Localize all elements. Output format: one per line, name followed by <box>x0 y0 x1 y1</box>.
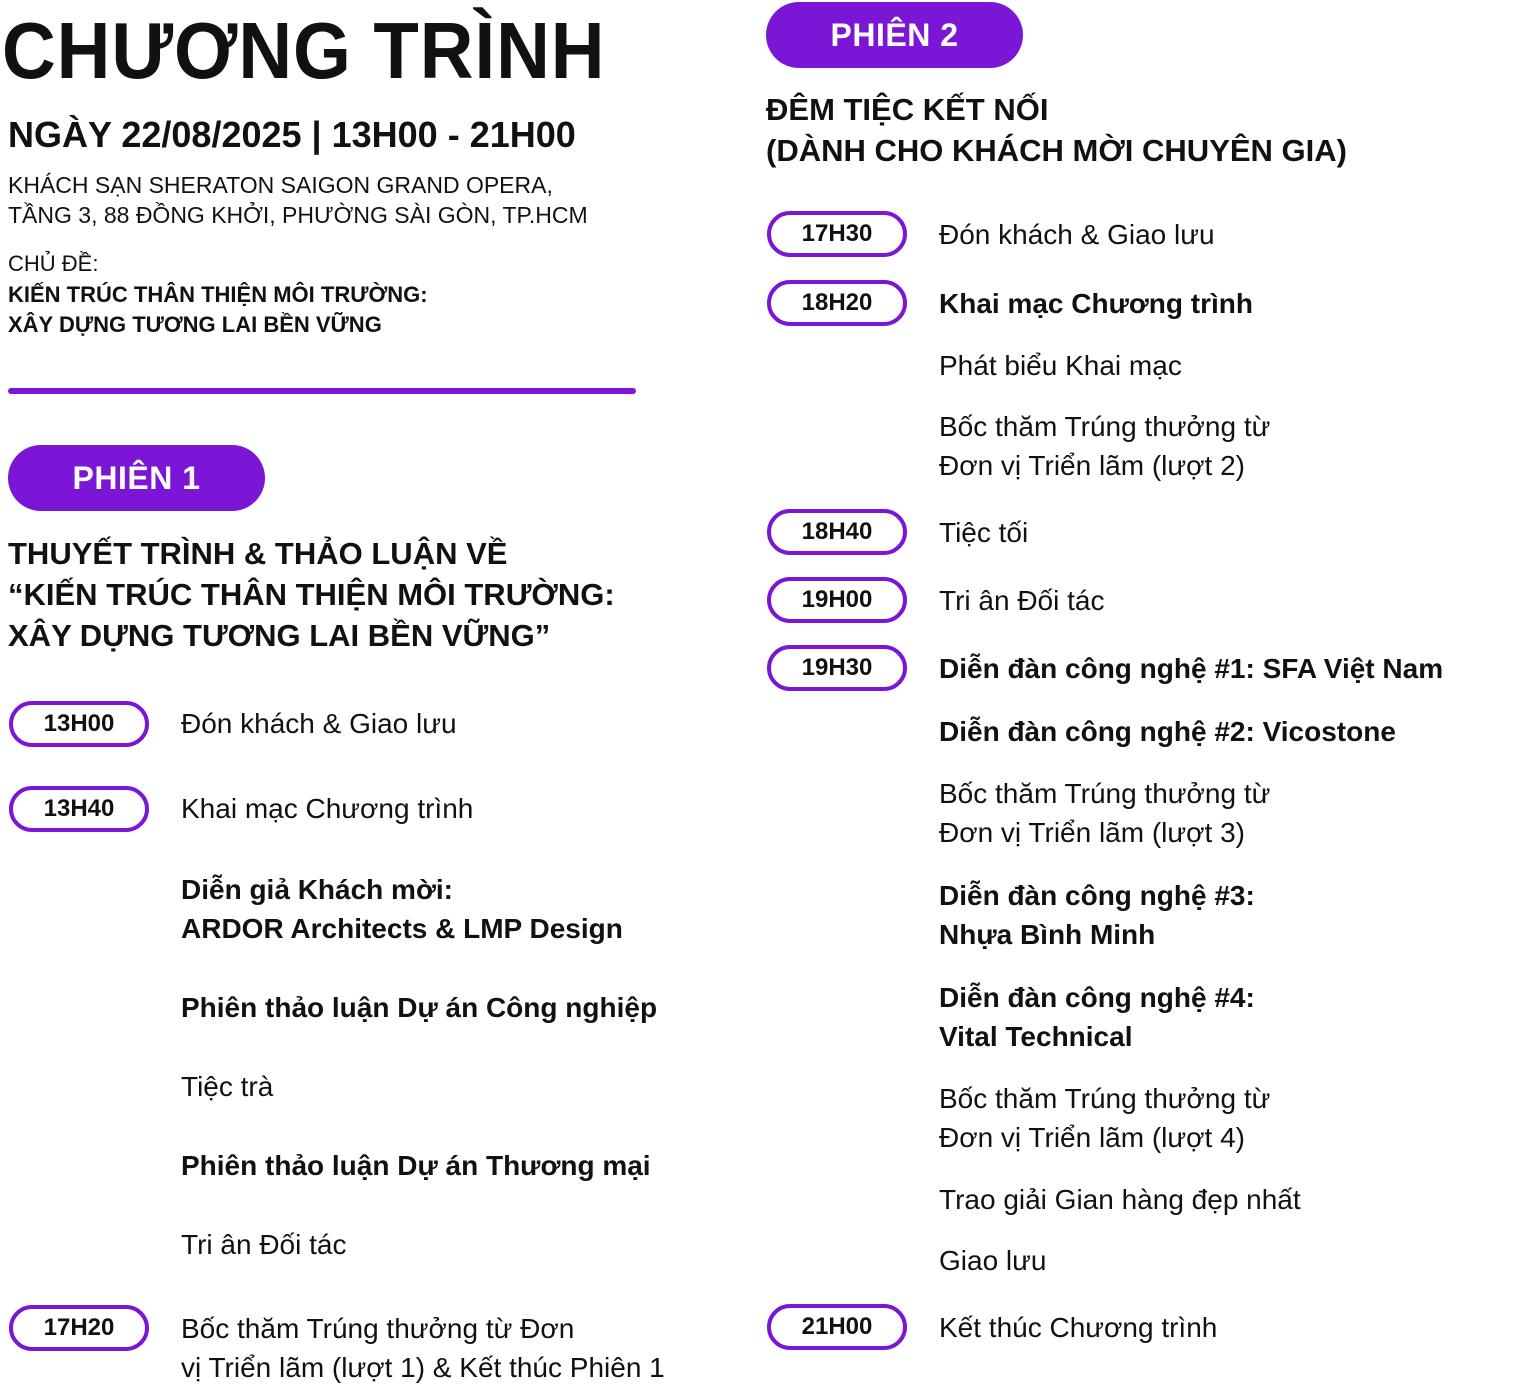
agenda-item: Giao lưu <box>939 1245 1047 1276</box>
agenda-line: Bốc thăm Trúng thưởng từ <box>939 778 1271 809</box>
session-title-line: XÂY DỰNG TƯƠNG LAI BỀN VỮNG” <box>8 618 551 653</box>
header-divider <box>8 388 636 394</box>
agenda-line: Bốc thăm Trúng thưởng từ <box>939 1083 1271 1114</box>
time-badge: 21H00 <box>767 1304 907 1350</box>
agenda-item: Phiên thảo luận Dự án Thương mại <box>181 1150 651 1181</box>
time-badge: 13H40 <box>9 786 149 832</box>
agenda-item: Diễn giả Khách mời: ARDOR Architects & L… <box>181 870 623 948</box>
page-title: CHƯƠNG TRÌNH <box>2 6 606 95</box>
session-2-title: ĐÊM TIỆC KẾT NỐI (DÀNH CHO KHÁCH MỜI CHU… <box>766 89 1347 171</box>
session-title-line: “KIẾN TRÚC THÂN THIỆN MÔI TRƯỜNG: <box>8 577 615 612</box>
agenda-item: Diễn đàn công nghệ #3: Nhựa Bình Minh <box>939 876 1255 954</box>
venue-line: KHÁCH SẠN SHERATON SAIGON GRAND OPERA, <box>8 172 553 198</box>
agenda-item: Khai mạc Chương trình <box>181 793 474 824</box>
agenda-line: Diễn đàn công nghệ #4: <box>939 982 1255 1013</box>
agenda-item: Tri ân Đối tác <box>939 585 1105 616</box>
venue-address: KHÁCH SẠN SHERATON SAIGON GRAND OPERA, T… <box>8 170 588 230</box>
session-1-badge: PHIÊN 1 <box>8 445 265 511</box>
session-title-line: ĐÊM TIỆC KẾT NỐI <box>766 92 1049 127</box>
agenda-item: Bốc thăm Trúng thưởng từ Đơn vị Triển lã… <box>939 407 1270 485</box>
agenda-item: Đón khách & Giao lưu <box>181 708 457 739</box>
session-2-badge: PHIÊN 2 <box>766 2 1023 68</box>
agenda-item: Tiệc tối <box>939 517 1029 548</box>
agenda-line: Vital Technical <box>939 1021 1133 1052</box>
agenda-line: Đơn vị Triển lãm (lượt 2) <box>939 450 1245 481</box>
time-badge: 18H20 <box>767 280 907 326</box>
time-badge: 18H40 <box>767 509 907 555</box>
agenda-line: Diễn giả Khách mời: <box>181 874 453 905</box>
event-dateline: NGÀY 22/08/2025 | 13H00 - 21H00 <box>8 114 576 155</box>
time-badge: 13H00 <box>9 701 149 747</box>
agenda-item: Diễn đàn công nghệ #1: SFA Việt Nam <box>939 653 1444 684</box>
agenda-item: Bốc thăm Trúng thưởng từ Đơn vị Triển lã… <box>181 1309 665 1387</box>
theme-line: KIẾN TRÚC THÂN THIỆN MÔI TRƯỜNG: <box>8 282 428 307</box>
agenda-item: Phiên thảo luận Dự án Công nghiệp <box>181 992 658 1023</box>
agenda-line: Bốc thăm Trúng thưởng từ Đơn <box>181 1313 575 1344</box>
agenda-item: Bốc thăm Trúng thưởng từ Đơn vị Triển lã… <box>939 1079 1270 1157</box>
agenda-line: Diễn đàn công nghệ #3: <box>939 880 1255 911</box>
agenda-item: Bốc thăm Trúng thưởng từ Đơn vị Triển lã… <box>939 774 1270 852</box>
agenda-item: Trao giải Gian hàng đẹp nhất <box>939 1184 1301 1215</box>
agenda-line: Bốc thăm Trúng thưởng từ <box>939 411 1271 442</box>
agenda-item: Diễn đàn công nghệ #2: Vicostone <box>939 716 1396 747</box>
session-title-line: THUYẾT TRÌNH & THẢO LUẬN VỀ <box>8 536 508 571</box>
agenda-item: Đón khách & Giao lưu <box>939 219 1215 250</box>
agenda-item: Kết thúc Chương trình <box>939 1312 1218 1343</box>
agenda-line: ARDOR Architects & LMP Design <box>181 913 623 944</box>
theme-label: CHỦ ĐỀ: <box>8 251 99 276</box>
agenda-item: Khai mạc Chương trình <box>939 288 1253 319</box>
time-badge: 17H20 <box>9 1305 149 1351</box>
time-badge: 19H30 <box>767 645 907 691</box>
theme-line: XÂY DỰNG TƯƠNG LAI BỀN VỮNG <box>8 312 382 337</box>
agenda-item: Diễn đàn công nghệ #4: Vital Technical <box>939 978 1255 1056</box>
session-1-title: THUYẾT TRÌNH & THẢO LUẬN VỀ “KIẾN TRÚC T… <box>8 533 615 656</box>
agenda-line: vị Triển lãm (lượt 1) & Kết thúc Phiên 1 <box>181 1352 665 1383</box>
agenda-line: Đơn vị Triển lãm (lượt 3) <box>939 817 1245 848</box>
session-title-line: (DÀNH CHO KHÁCH MỜI CHUYÊN GIA) <box>766 133 1347 168</box>
agenda-item: Tri ân Đối tác <box>181 1229 347 1260</box>
agenda-item: Phát biểu Khai mạc <box>939 350 1182 381</box>
time-badge: 19H00 <box>767 577 907 623</box>
time-badge: 17H30 <box>767 211 907 257</box>
agenda-line: Nhựa Bình Minh <box>939 919 1156 950</box>
theme-text: KIẾN TRÚC THÂN THIỆN MÔI TRƯỜNG: XÂY DỰN… <box>8 280 428 340</box>
agenda-item: Tiệc trà <box>181 1071 274 1102</box>
venue-line: TẦNG 3, 88 ĐỒNG KHỞI, PHƯỜNG SÀI GÒN, TP… <box>8 202 588 228</box>
agenda-line: Đơn vị Triển lãm (lượt 4) <box>939 1122 1245 1153</box>
